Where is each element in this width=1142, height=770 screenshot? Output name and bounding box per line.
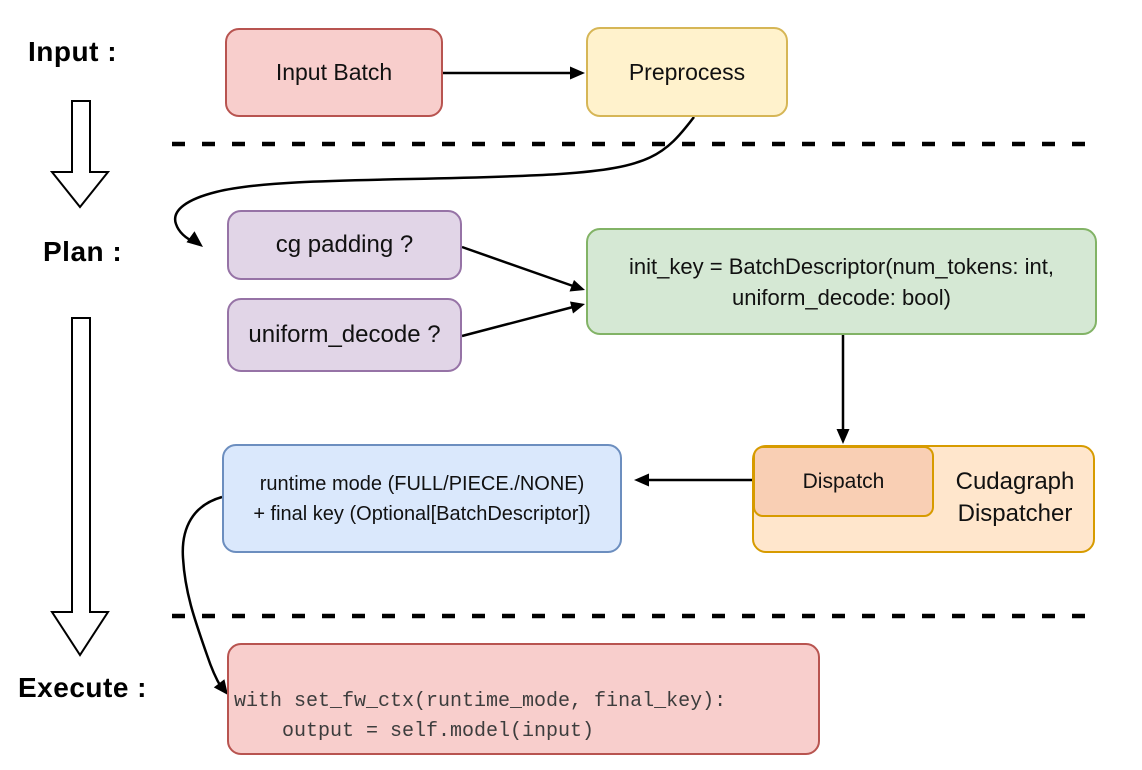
arrowhead-preprocess [570, 66, 585, 80]
phase-label-plan: Plan : [43, 236, 123, 267]
arrowhead-initkey-bottom [570, 301, 585, 314]
node-preprocess: Preprocess [586, 27, 788, 117]
arrowhead-initkey-top [569, 280, 585, 292]
node-execute-code: with set_fw_ctx(runtime_mode, final_key)… [227, 643, 820, 755]
node-uniform-decode: uniform_decode ? [227, 298, 462, 372]
edge-runtimemode-executecode [181, 495, 223, 688]
arrowhead-executecode [213, 679, 228, 695]
edge-cgpadding-initkey [461, 245, 574, 288]
node-init-key: init_key = BatchDescriptor(num_tokens: i… [586, 228, 1097, 335]
arrowhead-dispatch [836, 429, 850, 444]
edge-uniformdecode-initkey [461, 305, 574, 338]
node-dispatch: Dispatch [753, 446, 934, 517]
node-runtime-mode: runtime mode (FULL/PIECE./NONE) + final … [222, 444, 622, 553]
phase-label-input: Input : [28, 36, 118, 67]
arrowhead-cgpadding [186, 231, 203, 247]
node-input-batch: Input Batch [225, 28, 443, 117]
phase-label-execute: Execute : [18, 672, 147, 703]
arrowhead-runtimemode [634, 473, 649, 487]
plan-to-execute-arrow [50, 317, 110, 657]
edge-preprocess-cgpadding [173, 116, 695, 245]
input-to-plan-arrow [49, 100, 111, 209]
node-cg-padding: cg padding ? [227, 210, 462, 280]
cudagraph-dispatcher-label: Cudagraph Dispatcher [955, 468, 1075, 527]
